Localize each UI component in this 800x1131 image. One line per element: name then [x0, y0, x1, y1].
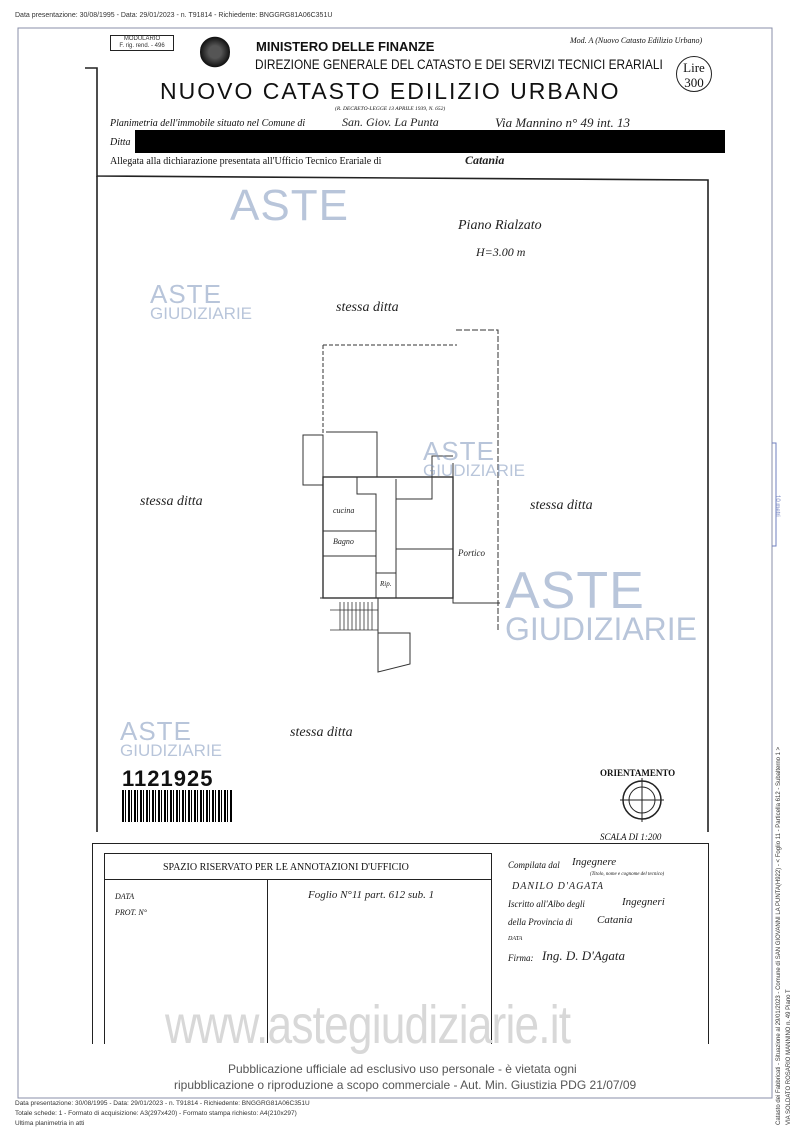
italian-republic-emblem-icon: [200, 32, 230, 72]
barcode: [122, 790, 232, 822]
divider: [267, 879, 268, 1043]
side-meta-line2: VIA SOLDATO ROSARIO MANNINO n. 49 Piano …: [786, 989, 792, 1125]
redaction-bar: [135, 130, 725, 153]
signature: Ing. D. D'Agata: [542, 948, 625, 963]
modulario-code: F. rig. rend. - 496: [119, 43, 165, 49]
decree: (R. DECRETO-LEGGE 13 APRILE 1939, N. 652…: [335, 106, 446, 112]
ditta-label: Ditta: [110, 137, 131, 148]
page-title: NUOVO CATASTO EDILIZIO URBANO: [160, 78, 621, 104]
compiler-title-hint: (Titolo, nome e cognome del tecnico): [590, 872, 665, 877]
scale-marker-label: 10 metri: [774, 495, 780, 517]
mod-label: Mod. A (Nuovo Catasto Edilizio Urbano): [570, 36, 703, 45]
room-label: Portico: [458, 548, 485, 558]
modulario-box: MODULARIO F. rig. rend. - 496: [110, 35, 174, 51]
watermark-line: GIUDIZIARIE: [423, 461, 526, 481]
compiler-title: Ingegnere: [572, 856, 617, 868]
price-stamp: Lire 300: [676, 56, 712, 92]
provincia-label: della Provincia di: [508, 917, 573, 927]
scale-marker: [772, 442, 777, 547]
bottom-meta-line3: Ultima planimetria in atti: [15, 1120, 85, 1127]
notice-line2: ripubblicazione o riproduzione a scopo c…: [174, 1078, 637, 1092]
provincia-value: Catania: [597, 914, 633, 926]
compilata-label: Compilata dal: [508, 860, 560, 870]
room-label: Bagno: [333, 537, 354, 546]
albo-value: Ingegneri: [622, 896, 665, 908]
compass-icon: [620, 778, 664, 822]
divider: [104, 879, 492, 880]
neighbor-left: stessa ditta: [140, 494, 203, 509]
compiler-name: DANILO D'AGATA: [512, 881, 604, 892]
office-data-label: DATA: [115, 892, 135, 901]
office-annotation: Foglio N°11 part. 612 sub. 1: [308, 889, 435, 901]
top-meta: Data presentazione: 30/08/1995 - Data: 2…: [15, 12, 333, 19]
watermark-line: ASTE: [423, 436, 495, 466]
bottom-meta-line2: Totale schede: 1 - Formato di acquisizio…: [15, 1110, 297, 1117]
height-label: H=3.00 m: [476, 245, 526, 259]
scale-label: SCALA DI 1:200: [600, 832, 662, 842]
office-section: [92, 843, 709, 1044]
office-title: SPAZIO RISERVATO PER LE ANNOTAZIONI D'UF…: [163, 862, 409, 873]
office-prot-label: PROT. N°: [115, 908, 147, 917]
watermark-line: GIUDIZIARIE: [120, 741, 223, 761]
notice-line1: Pubblicazione ufficiale ad esclusivo uso…: [228, 1062, 577, 1076]
neighbor-right: stessa ditta: [530, 498, 593, 513]
office-annotation-box: [104, 853, 492, 1044]
bottom-meta-line1: Data presentazione: 30/08/1995 - Data: 2…: [15, 1100, 310, 1107]
watermark-line: ASTE: [120, 716, 192, 746]
price-value: 300: [684, 75, 704, 90]
neighbor-bottom: stessa ditta: [290, 725, 353, 740]
barcode-number: 1121925: [122, 766, 214, 791]
room-label: Rip.: [380, 580, 392, 588]
compiler-data-label: DATA: [508, 936, 523, 942]
room-label: cucina: [333, 506, 355, 515]
allegata-label: Allegata alla dichiarazione presentata a…: [110, 156, 382, 167]
planimetria-label: Planimetria dell'immobile situato nel Co…: [110, 118, 306, 129]
ministry: MINISTERO DELLE FINANZE: [256, 39, 435, 54]
comune-value: San. Giov. La Punta: [342, 115, 439, 129]
watermark-line: GIUDIZIARIE: [505, 610, 698, 647]
watermark-line: ASTE: [150, 279, 222, 309]
iscritto-label: Iscritto all'Albo degli: [508, 899, 585, 909]
floor-label: Piano Rialzato: [458, 218, 542, 233]
site-watermark: www.astegiudiziarie.it: [165, 995, 571, 1055]
address-value: Via Mannino n° 49 int. 13: [495, 115, 630, 130]
firma-label: Firma:: [508, 953, 534, 963]
price-label: Lire: [683, 60, 705, 75]
ufficio-value: Catania: [465, 153, 505, 167]
watermark-line: GIUDIZIARIE: [150, 304, 253, 324]
watermark-line: ASTE: [230, 181, 349, 230]
neighbor-top: stessa ditta: [336, 300, 399, 315]
directorate: DIREZIONE GENERALE DEL CATASTO E DEI SER…: [255, 57, 663, 72]
orientation-label: ORIENTAMENTO: [600, 768, 676, 778]
floor-plan: [302, 329, 500, 673]
watermark-line: ASTE: [505, 562, 645, 620]
watermark: ASTE: [230, 181, 349, 230]
side-meta-line1: Catasto dei Fabbricati - Situazione al 2…: [776, 746, 782, 1125]
modulario-label: MODULARIO: [123, 36, 161, 42]
